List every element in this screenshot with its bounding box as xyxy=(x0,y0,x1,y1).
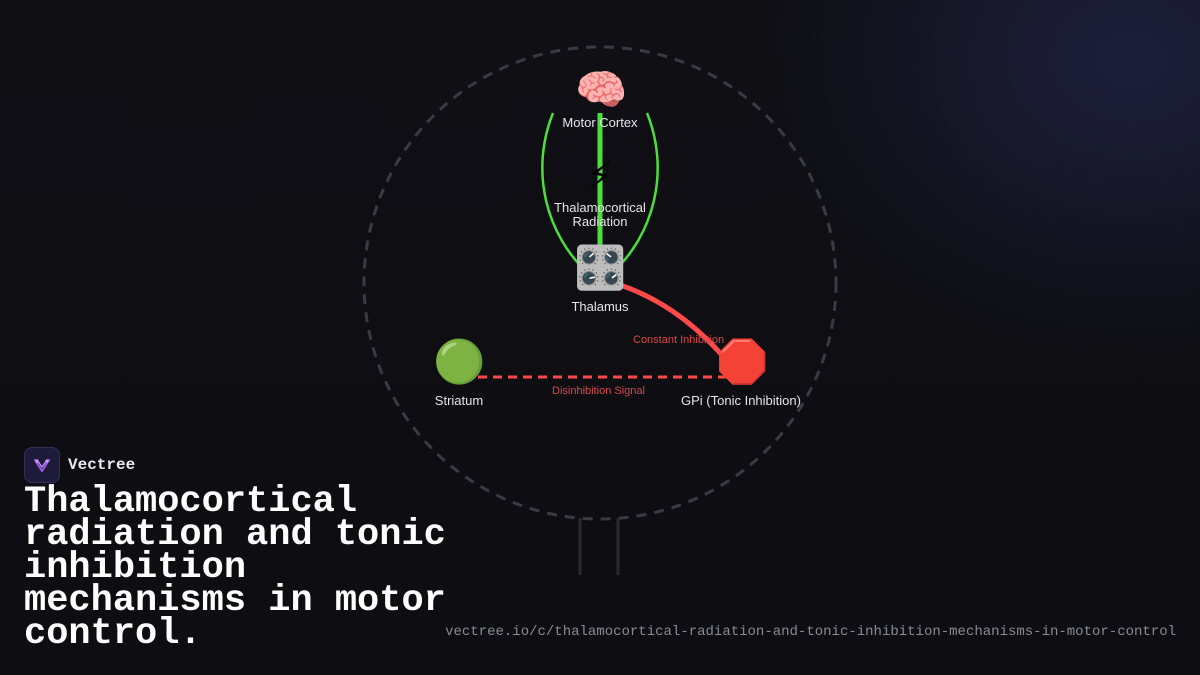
green-circle-icon: 🟢 xyxy=(433,337,486,386)
lightning-icon: ⚡ xyxy=(586,154,614,198)
brand: Vectree xyxy=(24,447,135,483)
page-url[interactable]: vectree.io/c/thalamocortical-radiation-a… xyxy=(445,624,1176,640)
feedback-arc-right xyxy=(609,112,659,276)
page-title: Thalamocortical radiation and tonic inhi… xyxy=(24,481,446,655)
stop-sign-icon: 🛑 xyxy=(716,337,769,386)
edge-label-constant-inhibition: Constant Inhibition xyxy=(633,334,725,346)
control-knobs-icon: 🎛️ xyxy=(574,243,627,292)
node-label-thalamus: Thalamus xyxy=(571,299,629,314)
brand-name: Vectree xyxy=(68,456,136,474)
node-label-motor-cortex: Motor Cortex xyxy=(562,115,638,130)
outer-ring xyxy=(362,45,838,521)
node-label-striatum: Striatum xyxy=(434,393,484,408)
feedback-arc-left xyxy=(541,112,591,276)
vectree-logo-icon xyxy=(24,447,60,483)
brain-icon: 🧠 xyxy=(575,65,628,114)
node-label-gpi: GPi (Tonic Inhibition) xyxy=(681,393,801,408)
edge-label-disinhibition-signal: Disinhibition Signal xyxy=(552,385,645,397)
node-label-radiation: Thalamocortical Radiation xyxy=(554,200,646,229)
edge-gpi-thalamus xyxy=(619,282,730,364)
